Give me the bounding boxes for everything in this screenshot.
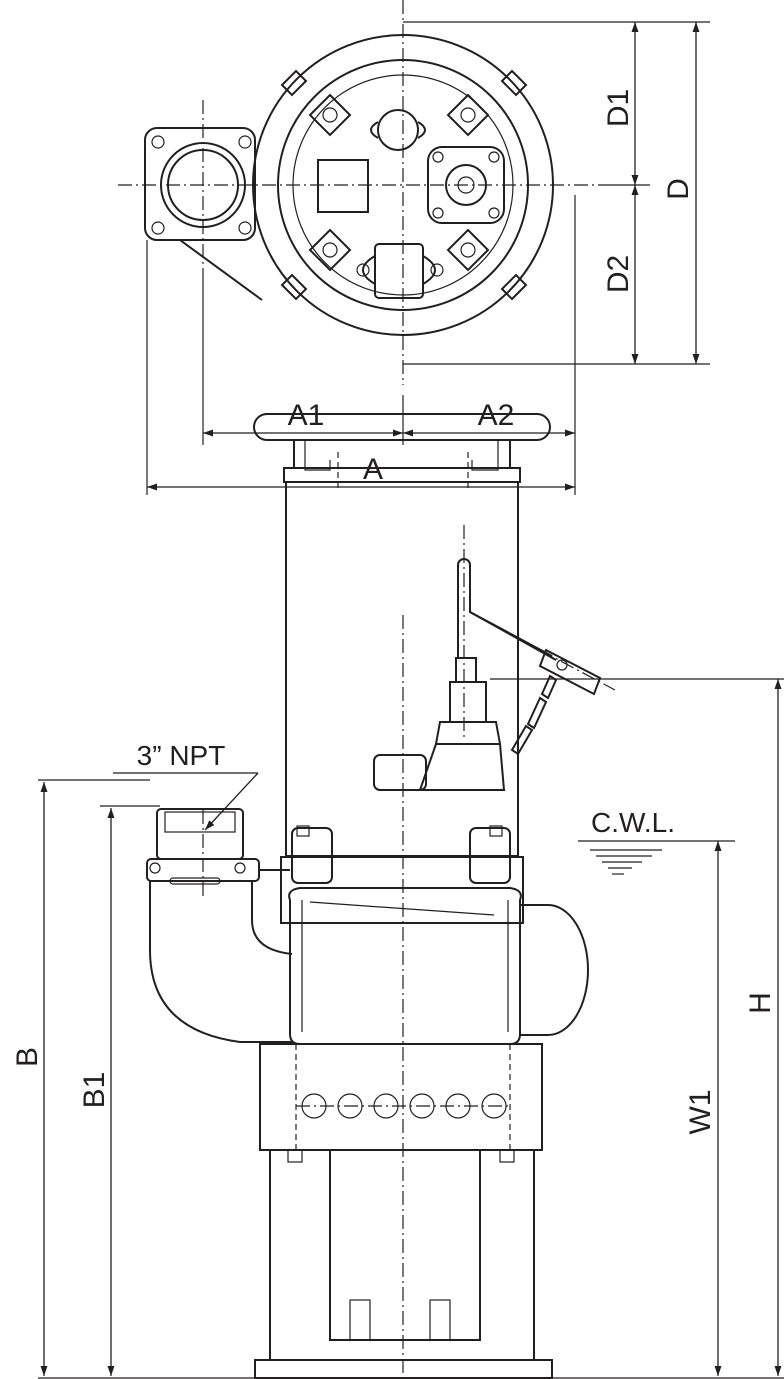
pump-casing — [280, 825, 589, 1045]
dim-label-d1: D1 — [602, 89, 635, 127]
dim-label-w1: W1 — [684, 1090, 717, 1135]
side-view: 3” NPT C.W.L. H W1 B B1 — [11, 413, 784, 1379]
strainer-base — [254, 1043, 553, 1379]
dim-label-d: D — [662, 178, 695, 200]
motor-body — [283, 440, 521, 857]
dim-label-b1: B1 — [78, 1072, 111, 1109]
discharge-elbow — [146, 808, 293, 1043]
water-level-symbol — [578, 840, 735, 875]
dim-label-a2: A2 — [478, 399, 515, 432]
top-cable-box — [373, 754, 427, 791]
top-view: D1 D2 D A1 A2 A — [118, 0, 710, 495]
nameplate — [317, 159, 369, 213]
discharge-flange-top — [144, 127, 263, 301]
terminal-box-top — [356, 243, 444, 299]
dim-label-a: A — [363, 453, 383, 486]
dim-label-b: B — [11, 1047, 44, 1067]
cable-entry-top — [370, 109, 426, 151]
handle-flange-top — [427, 146, 505, 224]
dim-label-d2: D2 — [602, 255, 635, 293]
dim-label-h: H — [744, 992, 777, 1014]
outlet-size-label: 3” NPT — [137, 740, 226, 771]
water-level-label: C.W.L. — [591, 807, 675, 838]
dim-label-a1: A1 — [288, 399, 325, 432]
top-bolt-pads — [308, 93, 490, 272]
motor-housing-top — [252, 34, 554, 336]
top-plate — [253, 413, 551, 441]
